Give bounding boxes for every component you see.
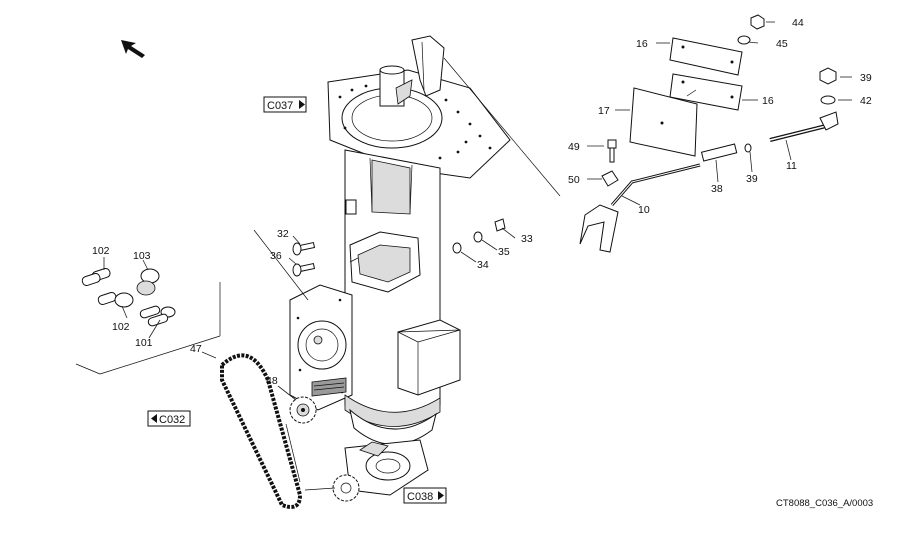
- callout-103: 103: [133, 250, 151, 262]
- callout-11: 11: [786, 160, 797, 172]
- callout-102a: 102: [92, 245, 110, 257]
- ref-label-c032: C032: [159, 414, 185, 426]
- ref-box-c038[interactable]: C038: [403, 487, 447, 504]
- ref-label-c037: C037: [267, 100, 293, 112]
- callout-101: 101: [135, 337, 153, 349]
- callout-42: 42: [860, 95, 872, 107]
- rod-11: [769, 111, 839, 142]
- spring-38: [700, 143, 738, 162]
- nut-44: [750, 14, 765, 30]
- callout-39a: 39: [860, 72, 872, 84]
- nut-39: [819, 67, 837, 85]
- leader-lines: [103, 21, 852, 401]
- callout-49: 49: [568, 141, 580, 153]
- lower-sprocket: [332, 474, 360, 502]
- deflector-plates: [629, 37, 743, 157]
- callout-36: 36: [270, 250, 282, 262]
- bracket-arm: [579, 204, 619, 253]
- bolt-32: [292, 241, 316, 256]
- bolt-49: [607, 139, 617, 163]
- triangle-right-icon: [299, 100, 305, 109]
- callout-35: 35: [498, 246, 510, 258]
- callout-47: 47: [190, 343, 202, 355]
- callout-45: 45: [776, 38, 788, 50]
- washer-39: [744, 143, 752, 153]
- drawing-id: CT8088_C036_A/0003: [776, 498, 873, 509]
- chain-links: [81, 267, 176, 327]
- callout-48: 48: [266, 375, 278, 387]
- ref-label-c038: C038: [407, 491, 433, 503]
- callout-44: 44: [792, 17, 804, 29]
- callout-50: 50: [568, 174, 580, 186]
- callout-16b: 16: [762, 95, 774, 107]
- ref-box-c037[interactable]: C037: [263, 96, 307, 113]
- gearbox: [344, 439, 429, 496]
- clip-50: [601, 170, 619, 187]
- callout-39b: 39: [746, 173, 758, 185]
- callouts: 44 16 45 39 16 42 17 49 11 50 38 39 10 3…: [92, 17, 872, 387]
- drive-chain: [220, 353, 303, 509]
- washer-42: [820, 95, 836, 105]
- rod-10: [610, 163, 701, 206]
- callout-16a: 16: [636, 38, 648, 50]
- triangle-right-icon: [438, 491, 444, 500]
- washer-45: [737, 35, 751, 45]
- arrow-northwest-icon: [121, 40, 145, 58]
- callout-10: 10: [638, 204, 650, 216]
- callout-102b: 102: [112, 321, 130, 333]
- callout-38: 38: [711, 183, 723, 195]
- triangle-left-icon: [151, 414, 157, 423]
- callout-34: 34: [477, 259, 489, 271]
- bolt-36: [292, 262, 316, 277]
- sprocket: [289, 396, 317, 424]
- callout-33: 33: [521, 233, 533, 245]
- callout-32: 32: [277, 228, 289, 240]
- ref-box-c032[interactable]: C032: [147, 410, 191, 427]
- callout-17: 17: [598, 105, 610, 117]
- chute-housing: [289, 35, 511, 445]
- assembly-lines: [75, 57, 561, 491]
